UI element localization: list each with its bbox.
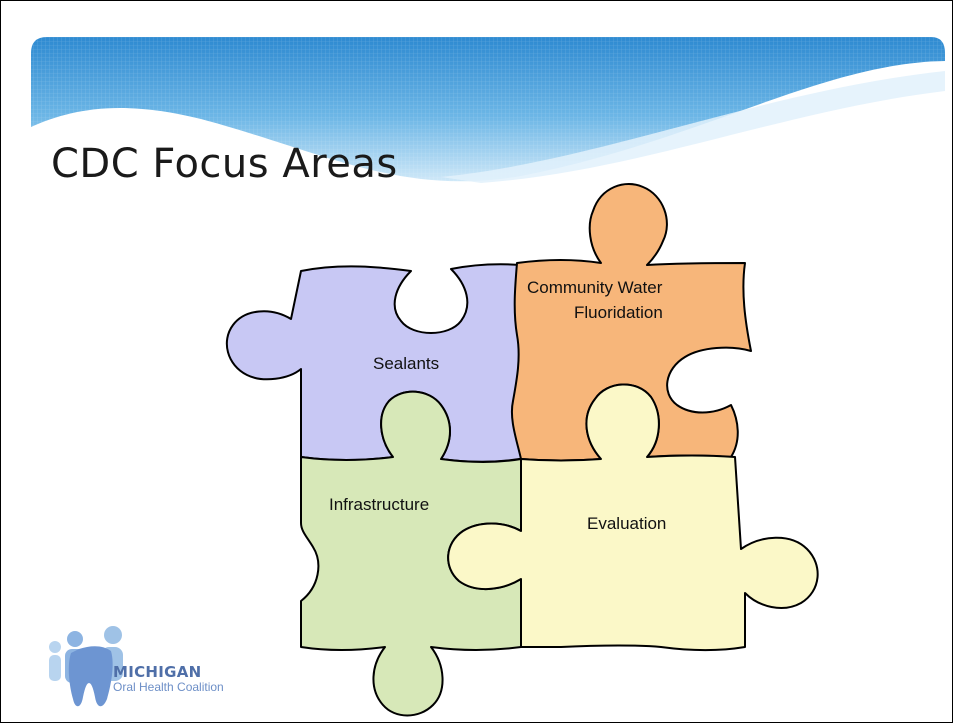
label-evaluation: Evaluation xyxy=(587,514,667,533)
label-fluoridation-line2: Fluoridation xyxy=(574,303,663,322)
label-fluoridation-line1: Community Water xyxy=(527,278,663,297)
michigan-oral-health-coalition-logo xyxy=(49,626,123,707)
header-wave-band xyxy=(31,37,945,183)
label-sealants: Sealants xyxy=(373,354,440,373)
logo-text-michigan: MICHIGAN xyxy=(113,663,202,681)
logo-text-oral-health-coalition: Oral Health Coalition xyxy=(113,680,224,694)
label-infrastructure: Infrastructure xyxy=(329,495,430,514)
puzzle-piece-evaluation xyxy=(447,383,819,651)
slide-title: CDC Focus Areas xyxy=(51,141,398,187)
